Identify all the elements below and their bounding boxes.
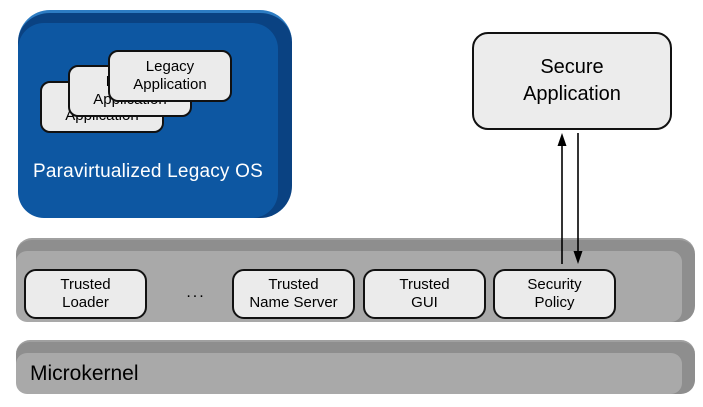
trusted-loader-label: Trusted Loader bbox=[60, 276, 111, 311]
trusted-gui-box: Trusted GUI bbox=[363, 269, 486, 319]
legacy-os-label: Paravirtualized Legacy OS bbox=[33, 161, 263, 182]
secure-application-label: Secure Application bbox=[523, 56, 621, 105]
trusted-name-server-box: Trusted Name Server bbox=[232, 269, 355, 319]
trusted-name-server-label: Trusted Name Server bbox=[249, 276, 338, 311]
trusted-loader-box: Trusted Loader bbox=[24, 269, 147, 319]
microkernel-bar-face bbox=[16, 353, 682, 394]
trusted-components-bar: Trusted Loader ... Trusted Name Server T… bbox=[16, 238, 695, 322]
legacy-application-box-front: Legacy Application bbox=[108, 50, 232, 102]
ellipsis-more-components: ... bbox=[186, 284, 206, 301]
security-policy-box: Security Policy bbox=[493, 269, 616, 319]
trusted-gui-label: Trusted GUI bbox=[399, 276, 450, 311]
security-policy-label: Security Policy bbox=[527, 276, 582, 311]
secure-application-box: Secure Application bbox=[472, 32, 672, 130]
legacy-os-block: Legacy Application Legacy Application Le… bbox=[18, 10, 292, 218]
microkernel-label: Microkernel bbox=[30, 361, 139, 385]
microkernel-bar: Microkernel bbox=[16, 340, 695, 394]
legacy-application-label: Legacy Application bbox=[133, 58, 207, 93]
